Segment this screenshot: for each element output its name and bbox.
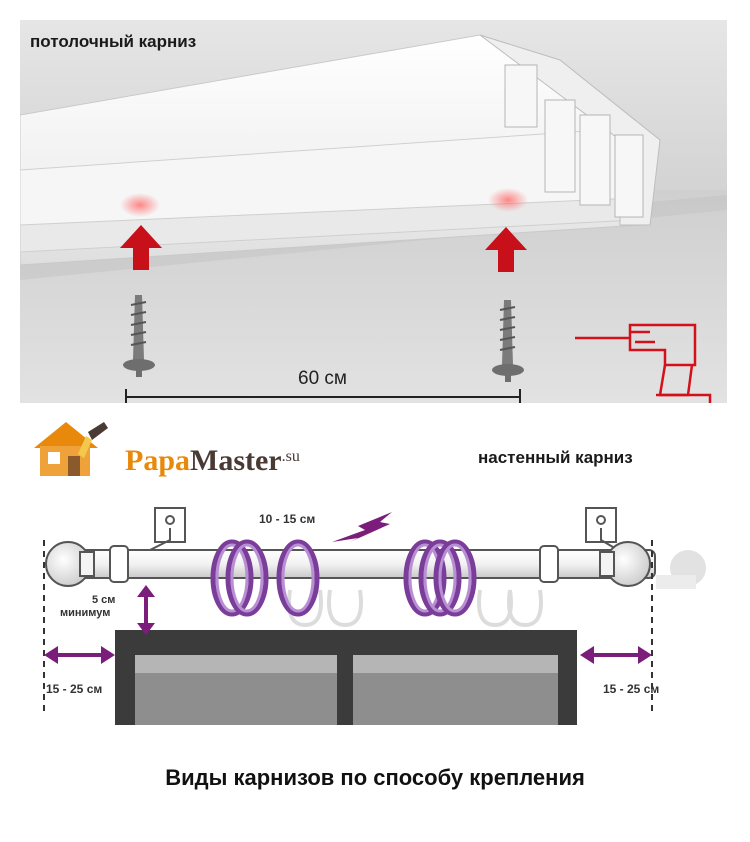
- house-with-brush-icon: [34, 422, 108, 476]
- height-note-label: минимум: [60, 607, 111, 619]
- ceiling-cornice-caption: потолочный карниз: [30, 32, 197, 51]
- mount-arrow-right: [485, 227, 527, 272]
- curtain-rod: [79, 545, 656, 583]
- logo-suffix: .su: [281, 448, 300, 465]
- papamaster-logo: PapaMaster.su: [30, 418, 330, 480]
- logo-part-papa: Papa: [125, 444, 191, 477]
- right-overhang-label: 15 - 25 см: [603, 682, 660, 696]
- finial-left: [45, 541, 95, 587]
- screw-right: [492, 300, 524, 382]
- height-dimension-arrow: [137, 585, 155, 635]
- bracket-left: [129, 507, 186, 561]
- height-value-label: 5 см: [92, 594, 116, 606]
- left-overhang-arrow: [44, 646, 115, 664]
- right-overhang-arrow: [580, 646, 652, 664]
- logo-part-master: Master: [190, 444, 282, 477]
- ceiling-cornice-illustration: [20, 20, 727, 403]
- left-overhang-label: 15 - 25 см: [46, 682, 103, 696]
- wall-cornice-caption: настенный карниз: [478, 448, 633, 467]
- ring-gap-label: 10 - 15 см: [259, 512, 316, 526]
- wall-cornice-diagram: [20, 480, 727, 725]
- logo-wordmark: PapaMaster.su: [125, 444, 300, 478]
- curtain-rings-left: [210, 539, 320, 617]
- screw-left: [123, 295, 155, 377]
- curtain-rings-right: [403, 539, 477, 617]
- mount-arrow-left: [120, 225, 162, 270]
- distance-dimension: [125, 389, 521, 403]
- window: [115, 630, 577, 725]
- distance-label: 60 см: [298, 368, 347, 389]
- finial-right: [599, 541, 651, 587]
- zigzag-arrow-icon: [332, 512, 392, 542]
- page-title: Виды карнизов по способу крепления: [165, 765, 585, 790]
- drill-icon: [575, 323, 712, 403]
